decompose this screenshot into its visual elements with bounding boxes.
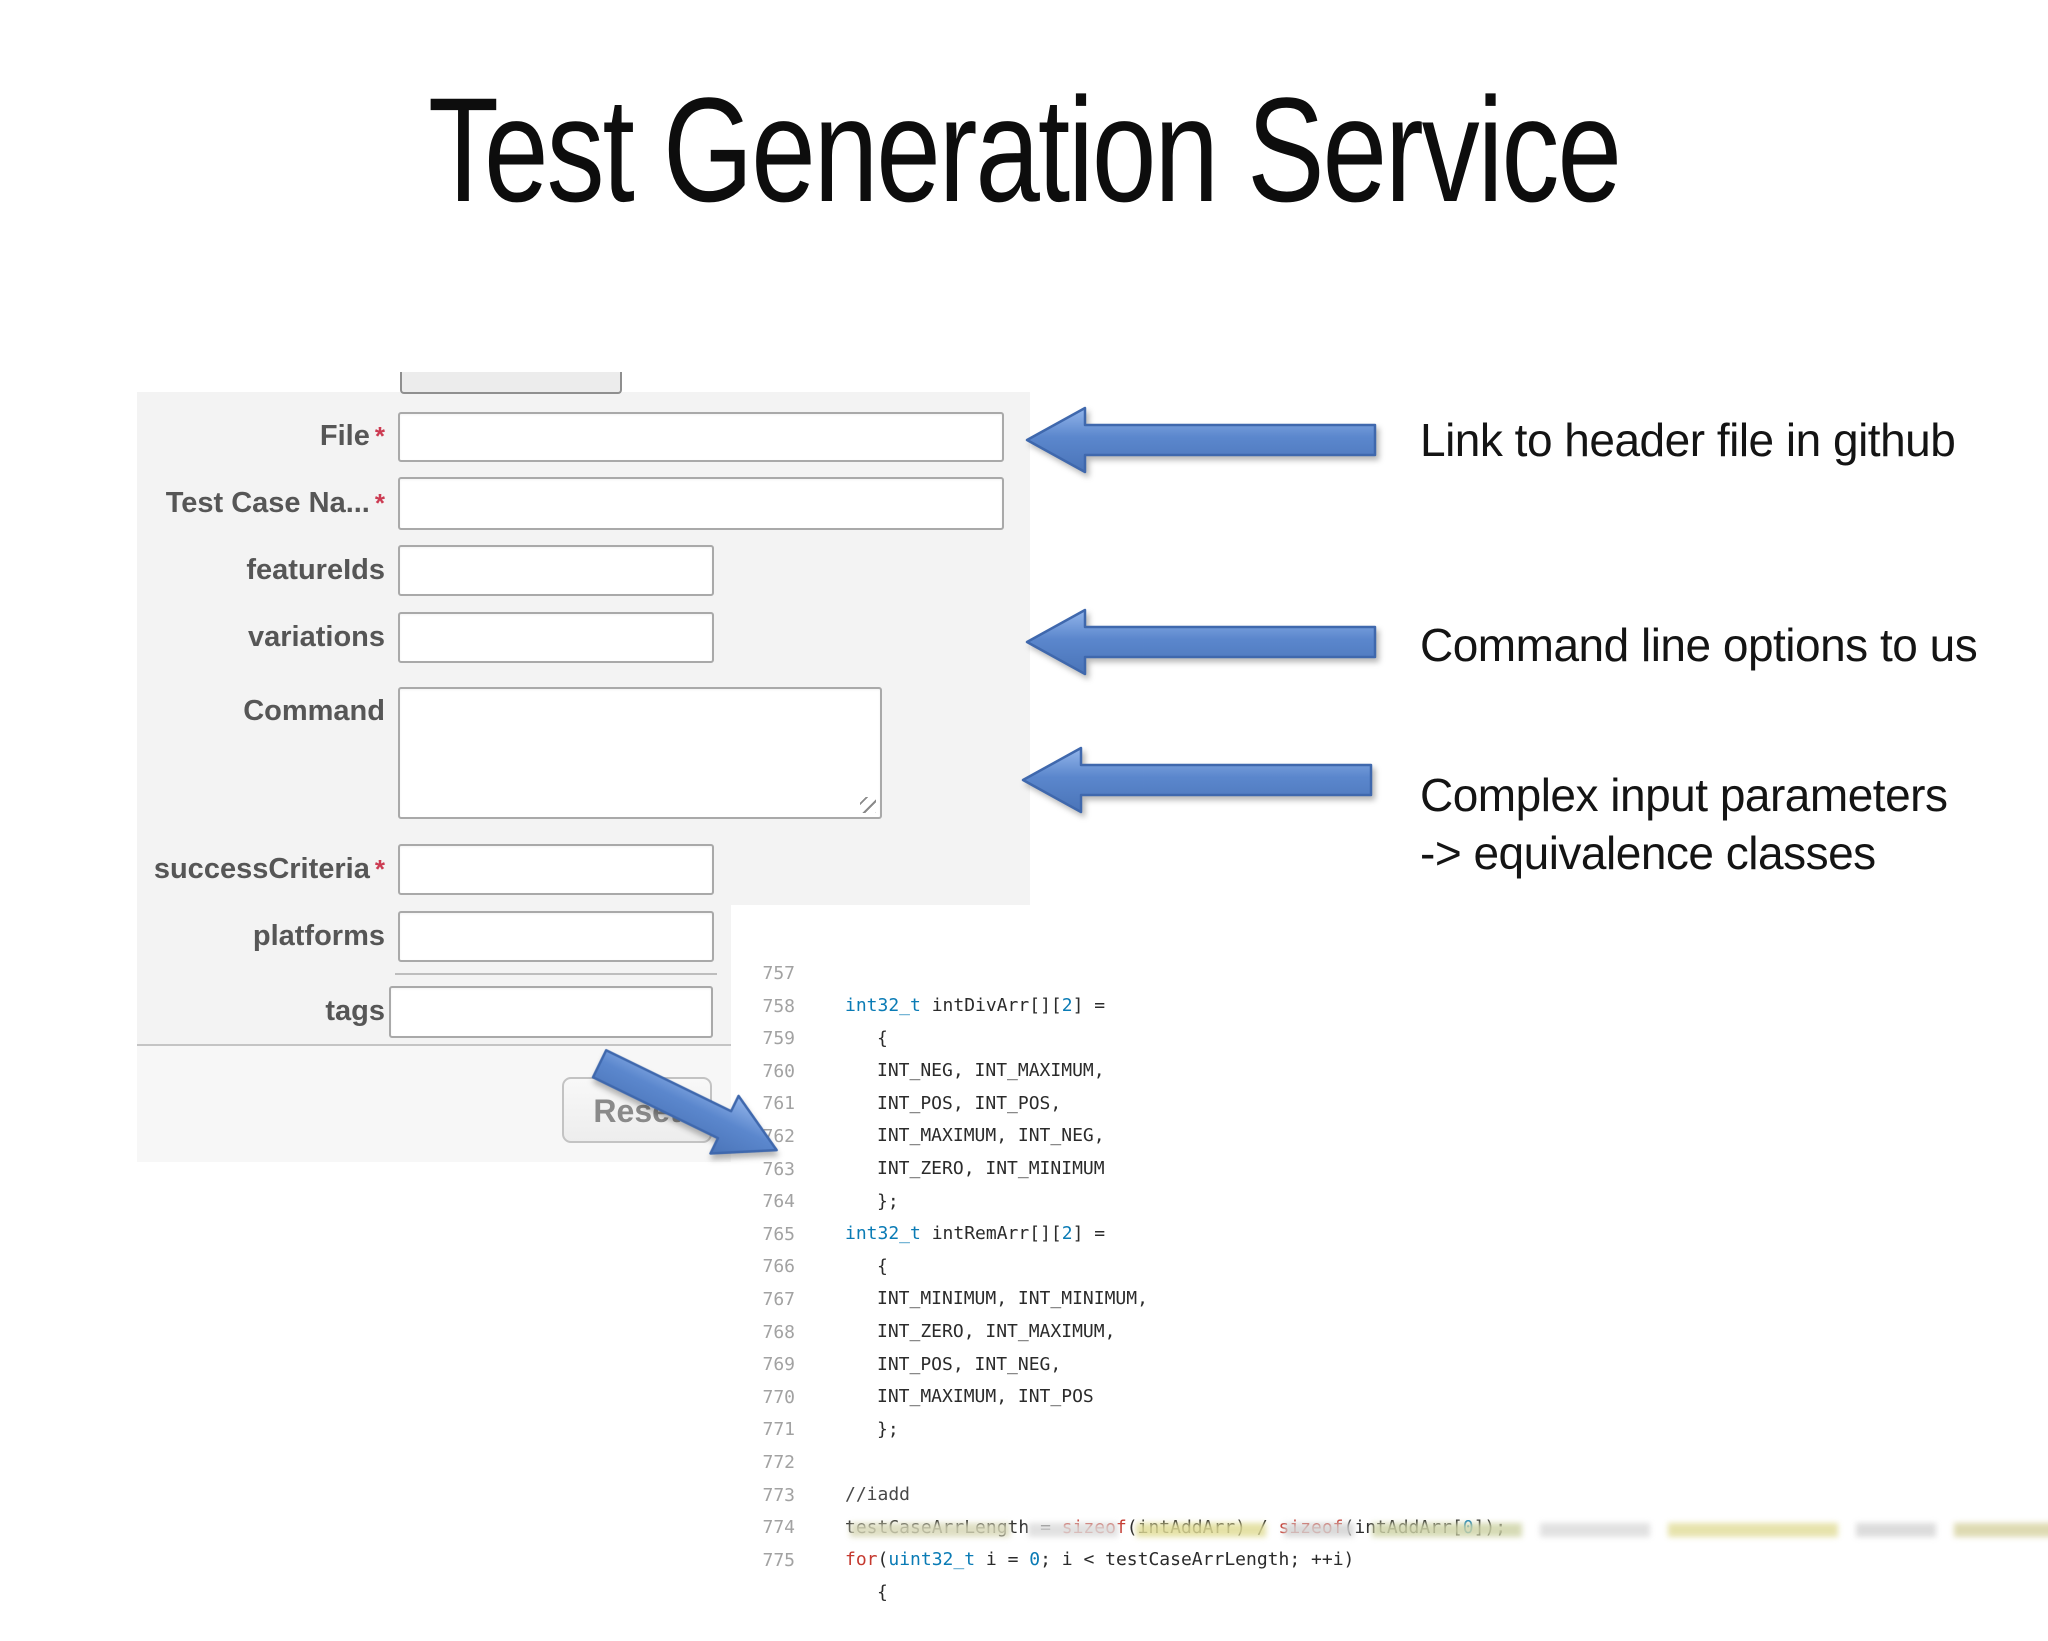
code-text: INT_POS, INT_NEG, [877, 1353, 1062, 1375]
tags-input[interactable] [389, 986, 713, 1038]
code-text: INT_ZERO, INT_MINIMUM [877, 1158, 1105, 1179]
code-line: 774 for(uint32_t i = 0; i < testCaseArrL… [731, 1480, 1354, 1570]
code-text: { [877, 1027, 888, 1049]
github-code-panel: 757 int32_t intDivArr[][2] = 758 { 759 I… [731, 905, 2048, 1603]
code-text: int32_t intDivArr[][2] = [845, 995, 1106, 1016]
field-label: platforms* [252, 920, 385, 952]
line-number: 772 [762, 1452, 795, 1473]
code-text: { [877, 1581, 888, 1603]
required-asterisk: * [374, 421, 385, 451]
field-label: featureIds* [246, 554, 385, 586]
code-text: INT_ZERO, INT_MAXIMUM, [877, 1321, 1116, 1342]
line-number: 770 [762, 1386, 795, 1408]
code-line: 760 INT_POS, INT_POS, [731, 1024, 1061, 1114]
code-text: }; [877, 1190, 899, 1212]
code-text: INT_POS, INT_POS, [877, 1092, 1062, 1114]
left-arrow-icon [1025, 406, 1377, 474]
code-line: 770 }; [731, 1350, 898, 1440]
field-label: tags* [325, 995, 385, 1027]
line-number: 763 [762, 1158, 795, 1180]
code-line: 765 { [731, 1187, 887, 1277]
line-number: 759 [762, 1028, 795, 1050]
annotation-line: Complex input parameters [1420, 769, 1948, 821]
line-number: 767 [762, 1289, 795, 1310]
annotation-text: Command line options to us [1420, 616, 1978, 674]
line-number: 765 [762, 1223, 795, 1245]
line-number: 774 [762, 1517, 795, 1539]
annotation-text: Complex input parameters -> equivalence c… [1420, 766, 1948, 882]
code-text: { [877, 1255, 888, 1277]
code-line: 763 }; [731, 1122, 898, 1212]
code-text: }; [877, 1418, 899, 1440]
line-number: 766 [762, 1256, 795, 1278]
code-line: 759 INT_NEG, INT_MAXIMUM, [731, 991, 1104, 1081]
cutoff-field-top [400, 372, 622, 394]
code-line: 766 INT_MINIMUM, INT_MINIMUM, [731, 1219, 1147, 1309]
annotation-line: Command line options to us [1420, 619, 1978, 671]
file-input[interactable] [398, 412, 1004, 462]
line-number: 758 [762, 995, 795, 1017]
code-line: 773 testCaseArrLength = sizeof(intAddArr… [731, 1448, 1506, 1538]
diagonal-arrow-icon [591, 1049, 778, 1155]
variations-input[interactable] [398, 612, 714, 663]
code-text: INT_MINIMUM, INT_MINIMUM, [877, 1288, 1148, 1310]
code-line: 757 int32_t intDivArr[][2] = [731, 926, 1105, 1016]
required-asterisk: * [374, 854, 385, 884]
slide-title: Test Generation Service [428, 66, 1622, 233]
annotation-line: Link to header file in github [1420, 414, 1956, 466]
annotation-line: -> equivalence classes [1420, 827, 1876, 879]
code-line: 772 //iadd [731, 1415, 910, 1505]
code-text: int32_t intRemArr[][2] = [845, 1223, 1106, 1245]
code-text: INT_MAXIMUM, INT_POS [877, 1386, 1094, 1408]
successcriteria-input[interactable] [398, 844, 714, 895]
required-asterisk: * [374, 488, 385, 518]
code-line: 775 { [731, 1513, 887, 1603]
code-line: 764 int32_t intRemArr[][2] = [731, 1154, 1105, 1244]
line-number: 768 [762, 1321, 795, 1343]
code-text: //iadd [845, 1484, 911, 1505]
code-text: for(uint32_t i = 0; i < testCaseArrLengt… [845, 1549, 1355, 1571]
line-number: 760 [762, 1060, 795, 1082]
left-arrow-icon [1021, 746, 1373, 814]
blurred-code-line [850, 1523, 2048, 1537]
field-label: successCriteria* [153, 853, 385, 885]
resize-grip-icon[interactable] [860, 797, 876, 813]
line-number: 775 [762, 1549, 795, 1571]
code-line: 769 INT_MAXIMUM, INT_POS [731, 1317, 1093, 1407]
code-line: 771 [731, 1382, 795, 1440]
code-line: 761 INT_MAXIMUM, INT_NEG, [731, 1056, 1104, 1146]
slide-canvas: { "page": { "title": "Test Generation Se… [137, 66, 2048, 1603]
annotation-text: Link to header file in github [1420, 411, 1956, 469]
field-label: Test Case Na...* [165, 487, 385, 519]
platforms-input[interactable] [398, 911, 714, 962]
line-number: 764 [762, 1191, 795, 1213]
code-text: INT_NEG, INT_MAXIMUM, [877, 1060, 1105, 1082]
field-label: File* [319, 420, 385, 452]
field-label: Command* [243, 695, 385, 727]
code-line: 758 { [731, 959, 887, 1049]
line-number: 771 [762, 1419, 795, 1441]
code-text: INT_MAXIMUM, INT_NEG, [877, 1125, 1105, 1147]
code-line: 768 INT_POS, INT_NEG, [731, 1285, 1061, 1375]
line-number: 769 [762, 1354, 795, 1376]
command-textarea[interactable] [398, 687, 882, 819]
divider-line [395, 973, 717, 975]
left-arrow-icon [1025, 608, 1377, 676]
featureids-input[interactable] [398, 545, 714, 596]
line-number: 757 [762, 963, 795, 984]
line-number: 761 [762, 1093, 795, 1115]
line-number: 773 [762, 1484, 795, 1506]
code-line: 767 INT_ZERO, INT_MAXIMUM, [731, 1252, 1115, 1342]
field-label: variations* [248, 621, 385, 653]
test-case-name-input[interactable] [398, 477, 1004, 530]
